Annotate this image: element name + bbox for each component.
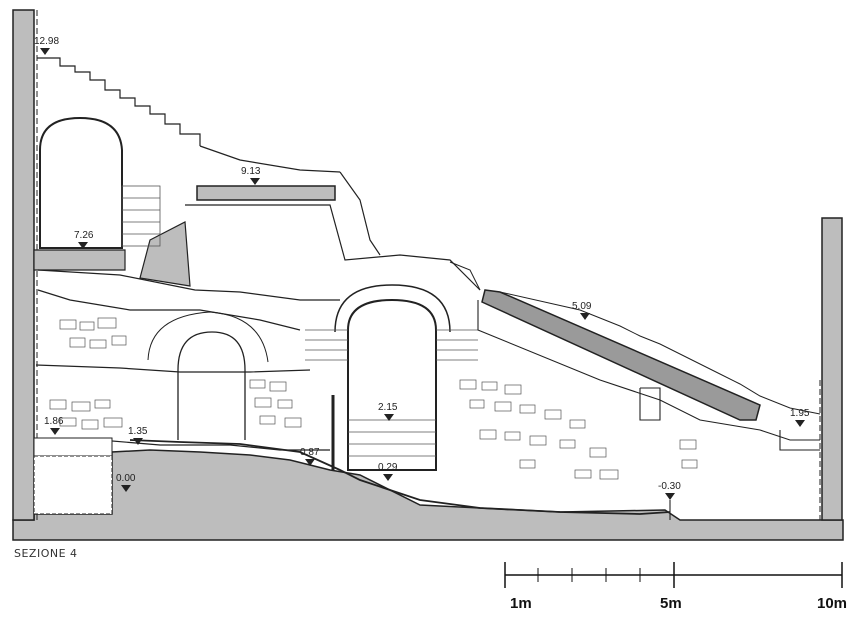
level-label: 0.87 (300, 447, 320, 458)
level-marker-5-09: 5.09 (572, 301, 592, 320)
scale-label-start: 1m (510, 595, 532, 612)
left-wall (12, 9, 35, 521)
level-marker-minus-0-30: -0.30 (658, 481, 681, 500)
level-marker-0-87: 0.87 (300, 447, 320, 466)
wedge-fill (139, 221, 191, 287)
brick-courses (305, 329, 478, 361)
level-marker-0-00: 0.00 (116, 473, 136, 492)
level-label: 7.26 (74, 230, 94, 241)
level-label: 0.29 (378, 462, 398, 473)
scale-bar (504, 562, 843, 588)
level-marker-12-98: 12.98 (34, 36, 59, 55)
scale-label-mid: 5m (660, 595, 682, 612)
level-label: 1.95 (790, 408, 810, 419)
level-label: 2.15 (378, 402, 398, 413)
level-marker-7-26: 7.26 (74, 230, 94, 249)
section-outlines (35, 171, 481, 451)
level-label: 5.09 (572, 301, 592, 312)
level-label: 0.00 (116, 473, 136, 484)
masonry-block-upper (121, 185, 161, 247)
right-stair-band (449, 261, 821, 421)
right-wall (821, 217, 843, 521)
central-arch (334, 284, 451, 471)
upper-arch-room (33, 116, 126, 271)
scale-label-end: 10m (817, 595, 847, 612)
level-marker-1-35: 1.35 (128, 426, 148, 445)
section-title: SEZIONE 4 (14, 547, 78, 560)
level-label: 1.86 (44, 416, 64, 427)
left-small-arch (177, 331, 246, 440)
level-label: 12.98 (34, 36, 59, 47)
level-marker-1-95: 1.95 (790, 408, 810, 427)
level-label: -0.30 (658, 481, 681, 492)
level-label: 1.35 (128, 426, 148, 437)
floor-line (129, 439, 671, 515)
right-lower-outlines (477, 300, 820, 520)
level-markers: 12.98 9.13 7.26 5.09 2.15 1.95 1.86 1.3 (34, 36, 810, 500)
level-marker-0-29: 0.29 (378, 462, 398, 481)
level-marker-2-15: 2.15 (378, 402, 398, 421)
masonry-stones (49, 317, 698, 480)
upper-staircase (37, 57, 341, 173)
level-label: 9.13 (241, 166, 261, 177)
level-marker-1-86: 1.86 (44, 416, 64, 435)
level-marker-9-13: 9.13 (241, 166, 261, 185)
upper-slab (196, 185, 336, 201)
lower-left-plinth (33, 437, 113, 515)
